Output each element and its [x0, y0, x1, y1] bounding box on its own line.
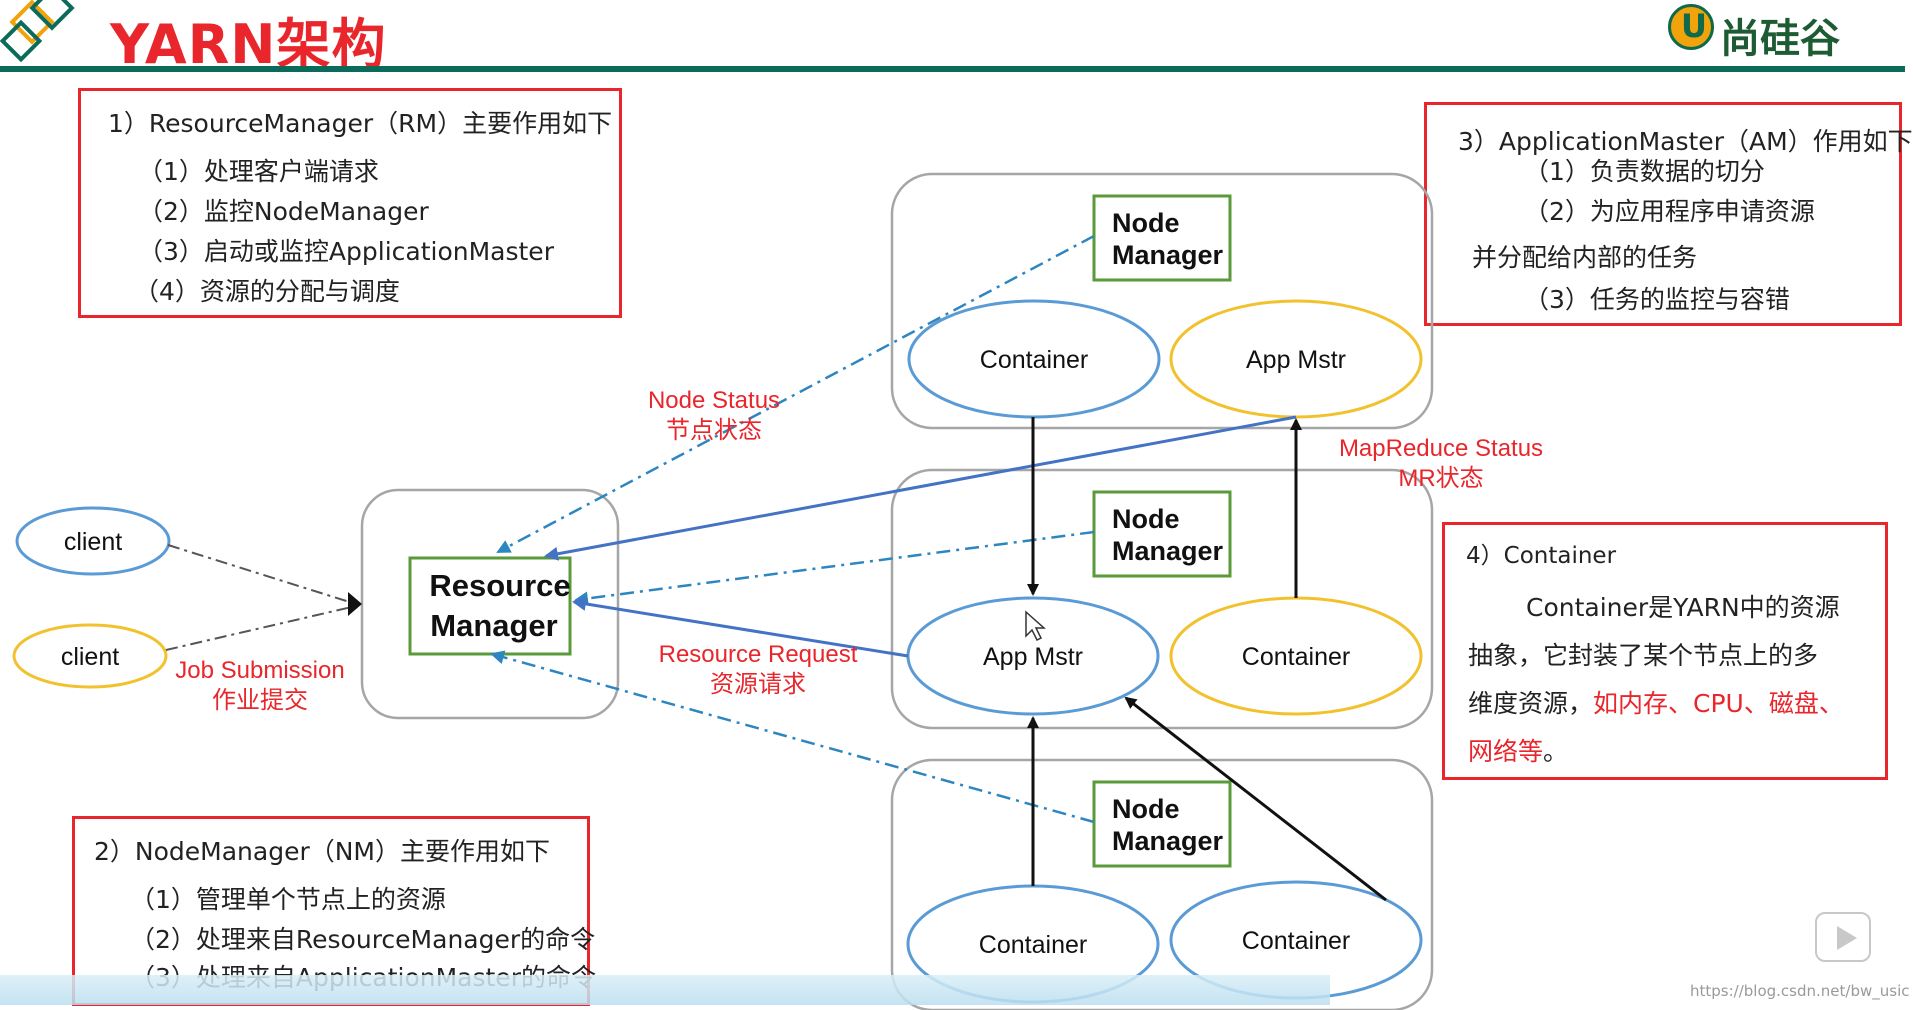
- app-master-status-edge: [544, 415, 1297, 561]
- nm-item: （2）处理来自ResourceManager的命令: [130, 925, 596, 954]
- container-desc-plain: 。: [1543, 737, 1569, 766]
- mr-status-label: MapReduce Status: [1339, 435, 1543, 462]
- node-manager-box: [1092, 194, 1232, 282]
- app-master-label: App Mstr: [1246, 346, 1346, 374]
- container-to-appmaster-edge: [1124, 696, 1387, 902]
- container-label: Container: [1242, 643, 1350, 671]
- container-desc-line: 维度资源，如内存、CPU、磁盘、: [1468, 684, 1844, 720]
- node-manager-label: Node: [1112, 794, 1180, 824]
- am-function-box: [1424, 102, 1902, 326]
- node-group-bottom: [890, 758, 1434, 1010]
- node-manager-label: Manager: [1112, 240, 1224, 270]
- brand-logo-icon: [1668, 4, 1714, 50]
- node-manager-label: Manager: [1112, 536, 1224, 566]
- resource-request-label: 资源请求: [710, 671, 806, 698]
- node-group-middle: [890, 468, 1434, 730]
- node-manager-box: [1092, 780, 1232, 868]
- resource-manager-box: [408, 556, 572, 656]
- node-status-edge: [574, 530, 1095, 606]
- node-status-edge: [490, 650, 1095, 824]
- container-desc-highlight: 网络等: [1468, 737, 1544, 766]
- am-item: （2）为应用程序申请资源: [1524, 197, 1815, 226]
- rm-item: （1）处理客户端请求: [138, 157, 379, 186]
- container-desc-highlight: 如内存、CPU、磁盘、: [1593, 689, 1844, 718]
- job-submission-label: 作业提交: [212, 687, 308, 714]
- nm-function-box: [72, 816, 590, 1006]
- nm-heading: 2）NodeManager（NM）主要作用如下: [94, 837, 551, 866]
- am-item: （1）负责数据的切分: [1524, 157, 1765, 186]
- node-status-label: 节点状态: [666, 417, 762, 444]
- rm-item: （3）启动或监控ApplicationMaster: [138, 237, 554, 266]
- bottom-decoration: [0, 975, 1330, 1005]
- brand-name: 尚硅谷: [1720, 16, 1840, 62]
- node-group-top: [890, 172, 1434, 430]
- container-label: Container: [1242, 927, 1350, 955]
- rm-item: （4）资源的分配与调度: [134, 277, 400, 306]
- mr-status-label: MR状态: [1398, 465, 1483, 492]
- am-item: 并分配给内部的任务: [1472, 243, 1698, 272]
- client-node: [12, 623, 168, 689]
- container-function-box: [1442, 522, 1888, 780]
- node-status-edge: [496, 234, 1095, 554]
- node-status-label: Node Status: [648, 387, 780, 414]
- mouse-cursor-icon: [1025, 610, 1046, 642]
- client-label: client: [64, 528, 122, 556]
- header-divider: [0, 66, 1905, 72]
- container-desc-line: 网络等。: [1468, 732, 1568, 768]
- node-manager-label: Manager: [1112, 826, 1224, 856]
- rm-item: （2）监控NodeManager: [138, 197, 429, 226]
- client-submit-edge: [167, 544, 357, 605]
- resource-request-label: Resource Request: [659, 641, 858, 668]
- resource-manager-label: Manager: [430, 608, 557, 643]
- client-node: [15, 506, 171, 576]
- play-icon[interactable]: [1815, 912, 1871, 962]
- page-title: YARN架构: [110, 13, 387, 76]
- resource-request-edge: [572, 597, 909, 658]
- logo-diamonds-icon: [0, 0, 75, 63]
- resource-manager-label: Resource: [429, 568, 570, 603]
- container-desc-line: Container是YARN中的资源: [1526, 593, 1840, 622]
- client-submit-edge: [165, 605, 357, 651]
- job-submission-label: Job Submission: [175, 657, 344, 684]
- submit-arrowhead-icon: [348, 592, 362, 616]
- rm-function-box: [78, 88, 622, 318]
- slide-header: YARN架构 尚硅谷: [0, 0, 1905, 76]
- container-label: Container: [980, 346, 1088, 374]
- container-desc-line: 抽象，它封装了某个节点上的多: [1468, 641, 1819, 670]
- am-heading: 3）ApplicationMaster（AM）作用如下: [1458, 127, 1913, 156]
- rm-heading: 1）ResourceManager（RM）主要作用如下: [108, 109, 613, 138]
- container-desc-plain: 维度资源，: [1468, 689, 1594, 718]
- watermark-text: https://blog.csdn.net/bw_usic: [1690, 982, 1910, 1000]
- app-master-label: App Mstr: [983, 643, 1083, 671]
- node-manager-label: Node: [1112, 504, 1180, 534]
- node-manager-label: Node: [1112, 208, 1180, 238]
- nm-item: （1）管理单个节点上的资源: [130, 885, 446, 914]
- container-label: Container: [979, 931, 1087, 959]
- node-manager-box: [1092, 490, 1232, 578]
- am-item: （3）任务的监控与容错: [1524, 285, 1790, 314]
- container-heading: 4）Container: [1466, 543, 1617, 569]
- client-label: client: [61, 643, 119, 671]
